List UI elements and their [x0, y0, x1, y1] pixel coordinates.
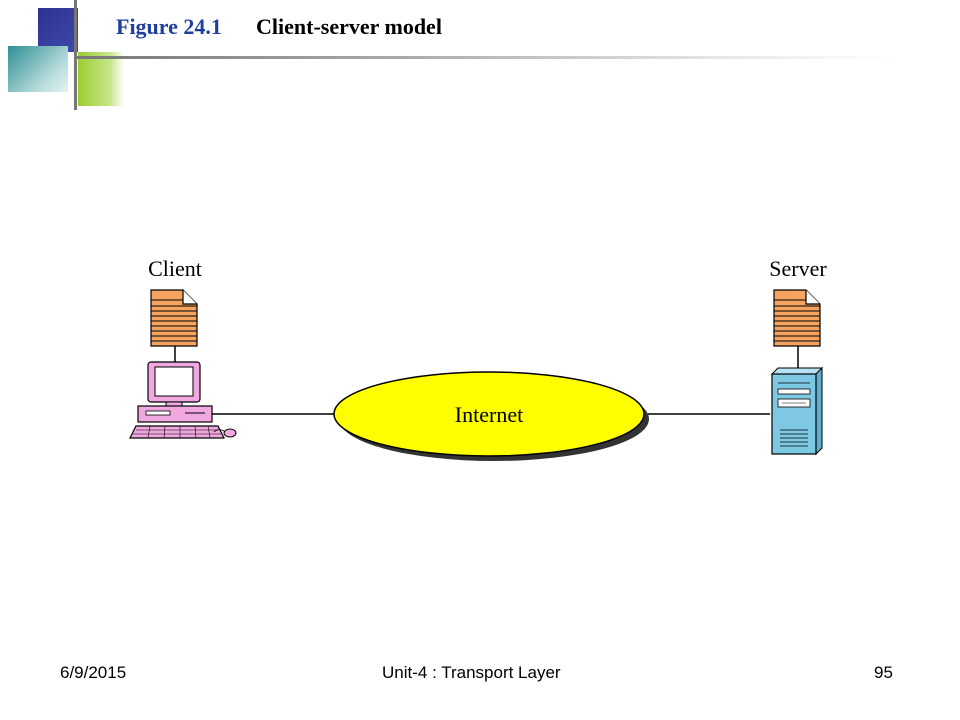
slide-title: Figure 24.1 Client-server model [116, 14, 442, 40]
server-document-icon [773, 289, 821, 347]
client-computer-icon [129, 361, 237, 439]
deco-vertical-line [74, 0, 77, 110]
server-label: Server [769, 256, 827, 281]
title-underline [75, 56, 895, 59]
footer-date: 6/9/2015 [60, 663, 127, 682]
internet-label: Internet [455, 402, 523, 427]
server-tower-icon [770, 366, 824, 456]
client-document-icon [150, 289, 198, 347]
deco-blue-square [38, 8, 78, 52]
corner-decoration [0, 0, 130, 110]
client-label: Client [148, 256, 202, 281]
footer-unit-title: Unit-4 : Transport Layer [382, 663, 561, 682]
figure-number: Figure 24.1 [116, 14, 222, 39]
deco-teal-square [8, 46, 68, 92]
footer-page-number: 95 [874, 663, 893, 682]
figure-title: Client-server model [256, 14, 442, 39]
deco-green-square [78, 52, 124, 106]
internet-cloud [333, 371, 649, 461]
